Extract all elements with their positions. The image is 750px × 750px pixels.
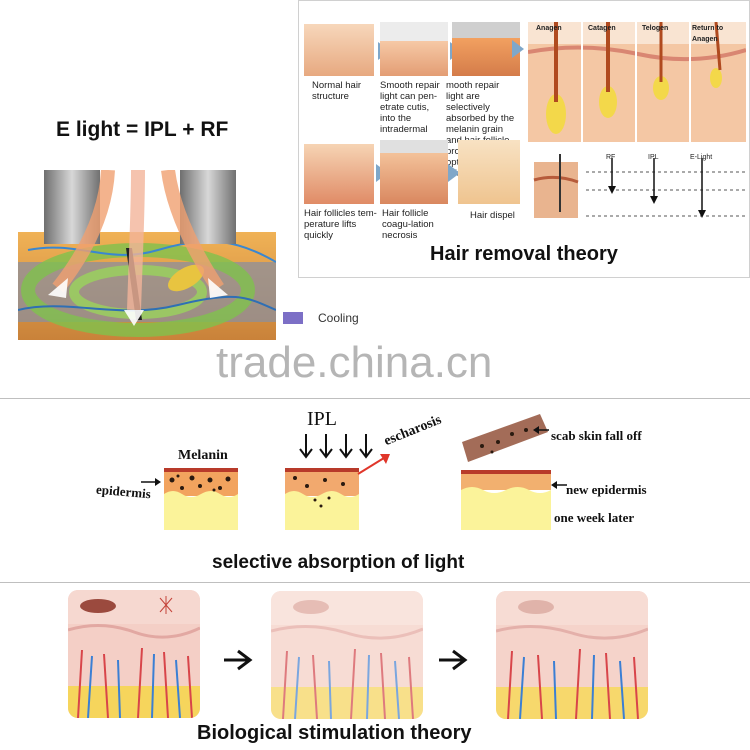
selective-title: selective absorption of light: [212, 552, 465, 573]
hair-removal-title: Hair removal theory: [430, 243, 618, 265]
new-epidermis-label: new epidermis: [566, 482, 647, 497]
hair-step-1-caption: Normal hair structure: [312, 80, 362, 102]
bio-skin-after-image: [496, 591, 648, 719]
hair-step-3-image: [452, 22, 520, 76]
hair-step-2-image: [380, 22, 448, 76]
cooling-swatch: [283, 312, 303, 324]
depth-label-ipl: IPL: [648, 154, 659, 161]
skin-block-during: [285, 468, 359, 530]
divider: [0, 582, 750, 583]
depth-label-rf: RF: [606, 154, 616, 161]
scab-illustration: [462, 412, 548, 464]
e-light-illustration: [17, 169, 277, 340]
new-epidermis-arrow-icon: [551, 477, 567, 495]
cooling-label: Cooling: [318, 311, 359, 325]
one-week-label: one week later: [554, 510, 635, 525]
skin-block-after: [461, 470, 551, 530]
cycle-label-catagen: Catagen: [588, 25, 616, 32]
hair-step-6-image: [458, 140, 520, 204]
hair-step-1-image: [304, 24, 374, 76]
hair-step-5-caption: Hair follicle coagu-lation necrosis: [382, 208, 434, 241]
scab-label: scab skin fall off: [551, 428, 642, 443]
divider: [0, 398, 750, 399]
hair-cycle-illustration: [527, 21, 747, 142]
scab-arrow-icon: [533, 422, 549, 440]
skin-block-before: [164, 468, 238, 530]
cycle-label-telogen: Telogen: [642, 25, 669, 32]
hair-step-6-caption: Hair dispel: [470, 210, 515, 221]
watermark: trade.china.cn: [216, 338, 493, 387]
escharosis-label: escharosis: [382, 412, 444, 450]
penetration-depth-diagram: [530, 152, 748, 226]
melanin-label: Melanin: [178, 448, 228, 463]
escharosis-arrow-icon: [356, 452, 392, 483]
arrow-right-icon: [437, 648, 469, 677]
arrow-icon: [512, 40, 524, 58]
arrow-icon: [448, 164, 460, 182]
depth-label-elight: E-Light: [690, 154, 713, 161]
hair-step-5-image: [380, 140, 448, 204]
ipl-label: IPL: [307, 408, 337, 430]
hair-step-2-caption: Smooth repair light can pen-etrate cutis…: [380, 80, 440, 135]
bio-title: Biological stimulation theory: [197, 722, 472, 744]
cycle-label-return: Return to Anagen: [692, 25, 724, 43]
epidermis-arrow-icon: [141, 474, 161, 492]
cycle-label-anagen: Anagen: [536, 25, 562, 32]
arrow-right-icon: [222, 648, 254, 677]
bio-skin-middle-image: [271, 591, 423, 719]
e-light-heading: E light = IPL + RF: [56, 118, 229, 141]
hair-step-4-image: [304, 144, 374, 204]
bio-skin-before-image: [68, 590, 200, 718]
ipl-arrows-icon: [296, 432, 376, 467]
hair-step-4-caption: Hair follicles tem-perature lifts quickl…: [304, 208, 377, 241]
